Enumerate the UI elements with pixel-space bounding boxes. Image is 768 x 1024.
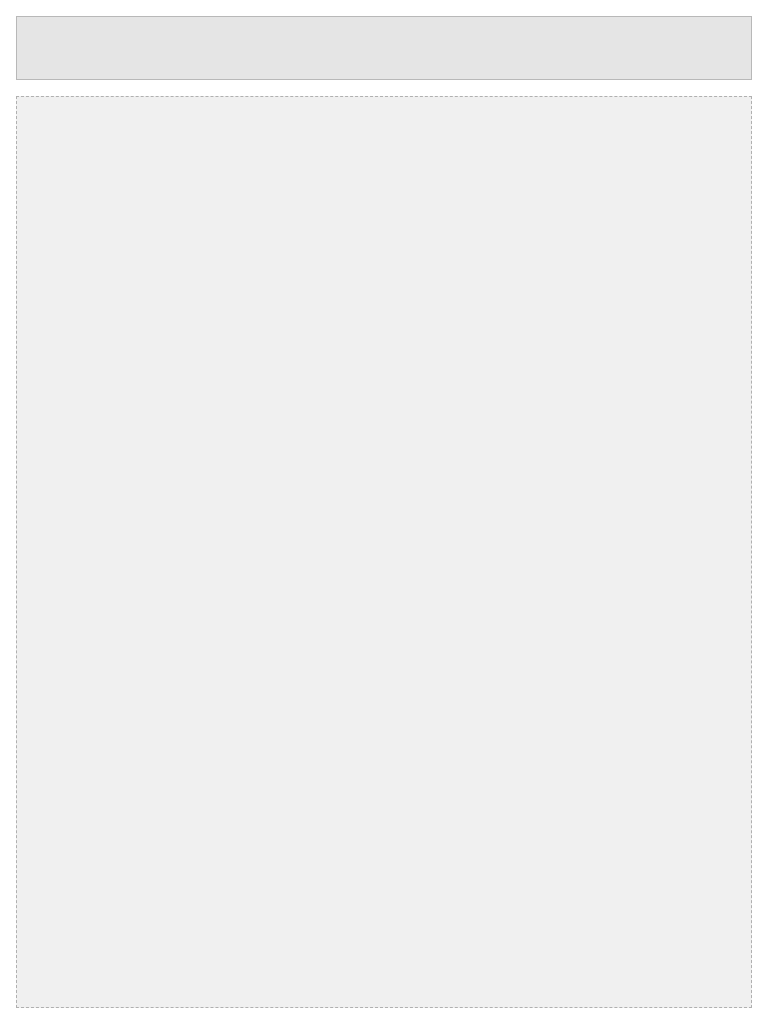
content-placeholder — [16, 96, 752, 1008]
title-region — [16, 16, 752, 80]
